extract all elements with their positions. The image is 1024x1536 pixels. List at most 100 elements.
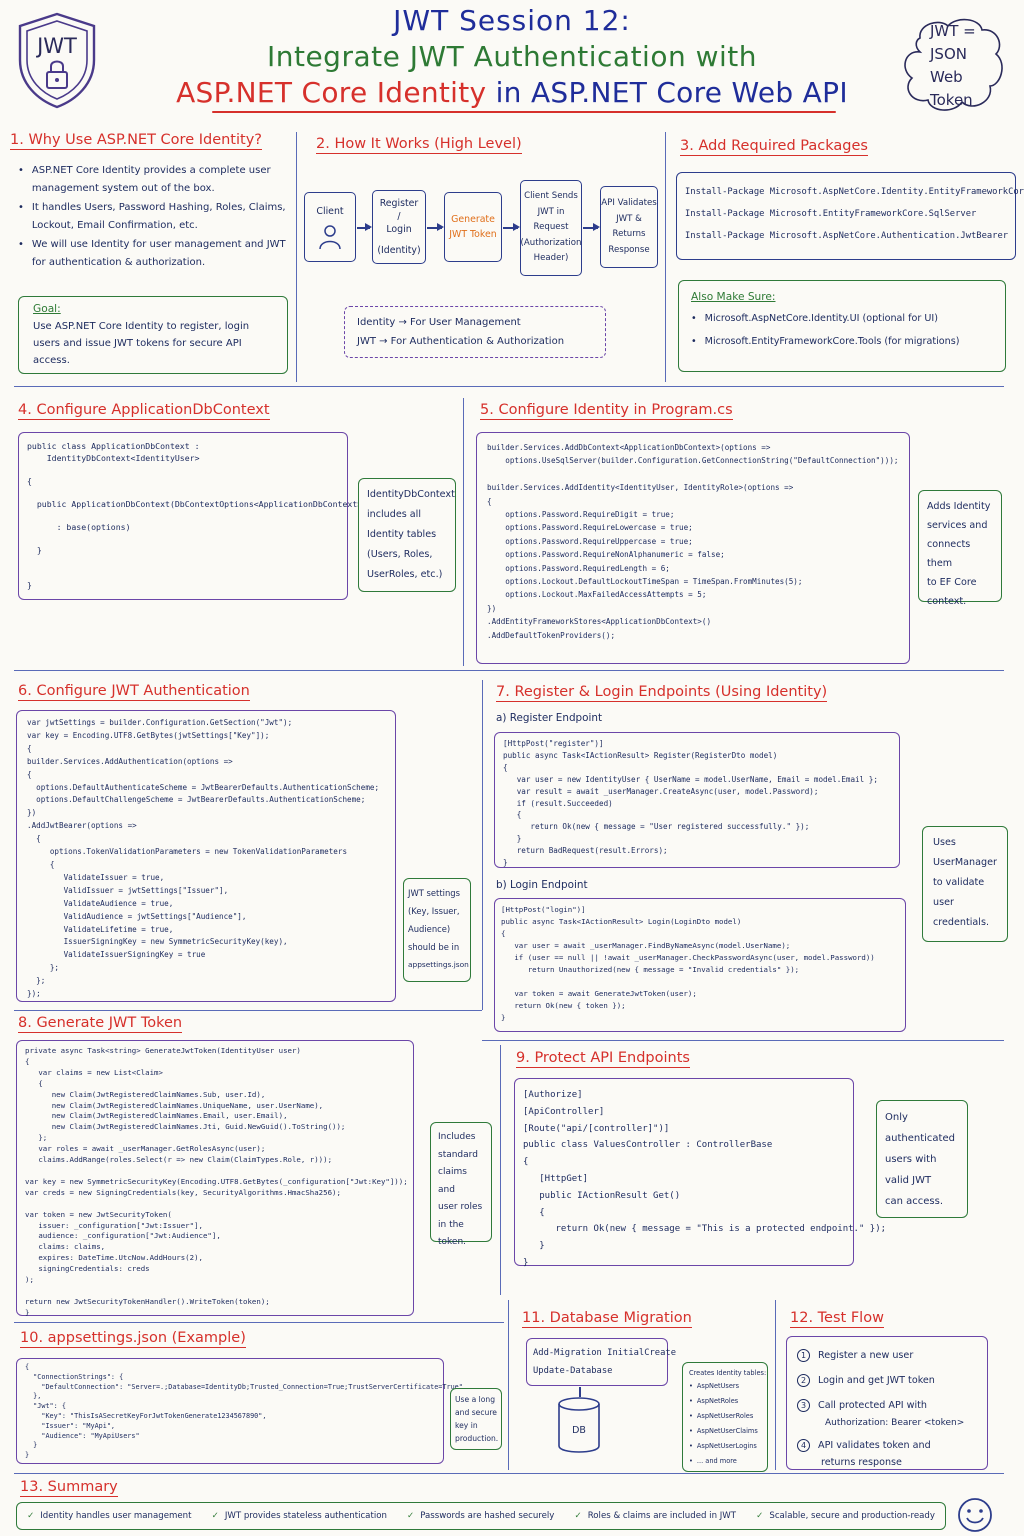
s1-bullet: •We will use Identity for user managemen… xyxy=(18,239,286,268)
summary-item: ✓Roles & claims are included in JWT xyxy=(574,1511,737,1521)
cloud-line-1: JWT = xyxy=(930,22,976,40)
package-line: Install-Package Microsoft.AspNetCore.Ide… xyxy=(685,187,1024,197)
also-item: •Microsoft.AspNetCore.Identity.UI (optio… xyxy=(691,313,938,324)
also-item: •Microsoft.EntityFrameworkCore.Tools (fo… xyxy=(691,336,960,347)
dbcontext-code: public class ApplicationDbContext : Iden… xyxy=(27,441,407,591)
goal-box: Goal: Use ASP.NET Core Identity to regis… xyxy=(18,296,288,374)
note-line: UserManager xyxy=(933,857,997,868)
flow-generate-box: Generate JWT Token xyxy=(444,192,502,262)
flow-arrow-1 xyxy=(357,224,372,230)
divider-s6-s7 xyxy=(482,680,484,1010)
summary-item: ✓Identity handles user management xyxy=(27,1511,192,1521)
title-webapi-part: ASP.NET Core Web API xyxy=(530,76,848,109)
jwt-config-note-text: JWT settings (Key, Issuer, Audience) sho… xyxy=(404,879,470,979)
note-line: should be in xyxy=(408,942,460,952)
login-code-box: [HttpPost("login")] public async Task<IA… xyxy=(494,898,906,1032)
protect-code: [Authorize] [ApiController] [Route("api/… xyxy=(523,1090,887,1268)
protect-note: Only authenticated users with valid JWT … xyxy=(876,1100,968,1218)
section-13-title: 13. Summary xyxy=(20,1479,118,1497)
table-item: •... and more xyxy=(689,1457,737,1465)
table-item: •AspNetUsers xyxy=(689,1382,740,1390)
package-line: Install-Package Microsoft.EntityFramewor… xyxy=(685,209,977,219)
validates-line: Returns xyxy=(612,229,646,239)
goal-text: Use ASP.NET Core Identity to register, l… xyxy=(33,321,250,366)
flow-legend-box: Identity → For User Management JWT → For… xyxy=(344,306,606,358)
divider-s10-s11 xyxy=(508,1300,510,1470)
section-12-title: 12. Test Flow xyxy=(790,1310,884,1328)
database-label: DB xyxy=(572,1425,586,1436)
note-line: to validate xyxy=(933,877,985,888)
divider-row-bottom xyxy=(14,1473,1004,1475)
flow-sends-box: Client Sends JWT in Request (Authorizati… xyxy=(520,180,582,276)
generate-token-code: private async Task<string> GenerateJwtTo… xyxy=(25,1046,408,1317)
note-line: credentials. xyxy=(933,917,990,928)
page-title-line3: ASP.NET Core Identity in ASP.NET Core We… xyxy=(0,76,1024,109)
generate-token-note-text: Includes standard claims and user roles … xyxy=(431,1123,491,1258)
flow-validates-box: API Validates JWT & Returns Response xyxy=(600,186,658,268)
note-line: Audience) xyxy=(408,924,451,934)
note-line: production. xyxy=(455,1434,499,1443)
note-line: Adds Identity xyxy=(927,501,991,512)
note-line: users with xyxy=(885,1154,937,1165)
divider-s4-s5 xyxy=(463,398,465,666)
note-line: UserRoles, etc.) xyxy=(367,569,443,580)
note-line: Includes xyxy=(438,1132,476,1142)
section-3-title: 3. Add Required Packages xyxy=(680,138,868,156)
appsettings-note-text: Use a long and secure key in production. xyxy=(451,1389,501,1449)
table-item: •AspNetUserRoles xyxy=(689,1412,754,1420)
section-9-title: 9. Protect API Endpoints xyxy=(516,1050,690,1068)
section-7-title: 7. Register & Login Endpoints (Using Ide… xyxy=(496,684,828,702)
identity-tables-box: Creates Identity tables: •AspNetUsers •A… xyxy=(682,1362,768,1472)
migration-arrow xyxy=(579,1387,581,1397)
dbcontext-note-text: IdentityDbContext includes all Identity … xyxy=(359,479,455,591)
cloud-line-2: JSON xyxy=(930,45,967,63)
appsettings-code: { "ConnectionStrings": { "DefaultConnect… xyxy=(25,1363,463,1460)
note-line: token. xyxy=(438,1237,467,1247)
step-text: Login and get JWT token xyxy=(818,1375,935,1386)
note-line: user roles xyxy=(438,1202,483,1212)
section-4-title: 4. Configure ApplicationDbContext xyxy=(18,402,270,420)
note-line: valid JWT xyxy=(885,1175,932,1186)
note-line: JWT settings xyxy=(408,888,460,898)
section-2-title: 2. How It Works (High Level) xyxy=(316,136,522,154)
jwt-config-code: var jwtSettings = builder.Configuration.… xyxy=(27,718,380,999)
divider-s8-bottom xyxy=(14,1322,504,1324)
note-line: standard xyxy=(438,1149,478,1160)
note-line: Uses xyxy=(933,837,956,848)
tables-label: Creates Identity tables: xyxy=(689,1369,767,1377)
note-line: IdentityDbContext xyxy=(367,489,455,500)
jwt-definition-cloud xyxy=(900,14,1010,118)
test-step-cont: Authorization: Bearer <token> xyxy=(825,1418,965,1428)
step-text: API validates token and xyxy=(818,1440,931,1451)
summary-item: ✓JWT provides stateless authentication xyxy=(211,1511,387,1521)
flow-arrow-4 xyxy=(583,224,600,230)
migration-cmd-2: Update-Database xyxy=(533,1366,613,1376)
note-line: Identity tables xyxy=(367,529,437,540)
step-number: 4 xyxy=(797,1439,810,1452)
note-line: Use a long xyxy=(455,1395,496,1404)
flow-arrow-2 xyxy=(427,224,444,230)
divider-s2-s3 xyxy=(665,132,667,382)
database-icon xyxy=(556,1396,602,1454)
client-label: Client xyxy=(316,206,344,218)
program-code-box: builder.Services.AddDbContext<Applicatio… xyxy=(476,432,910,664)
note-line: and secure xyxy=(455,1408,497,1417)
step-text: Call protected API with xyxy=(818,1400,927,1411)
note-line: to EF Core xyxy=(927,577,977,588)
note-line: Only xyxy=(885,1112,908,1123)
appsettings-code-box: { "ConnectionStrings": { "DefaultConnect… xyxy=(16,1358,463,1464)
divider-s11-s12 xyxy=(775,1300,777,1470)
sends-line: Client Sends xyxy=(524,191,578,202)
register-code-box: [HttpPost("register")] public async Task… xyxy=(494,732,900,868)
flow-arrow-3 xyxy=(503,224,520,230)
section-10-title: 10. appsettings.json (Example) xyxy=(20,1330,246,1348)
note-line: can access. xyxy=(885,1196,944,1207)
summary-item: ✓Scalable, secure and production-ready xyxy=(756,1511,935,1521)
validates-line: Response xyxy=(608,244,650,255)
note-line: context. xyxy=(927,596,967,607)
step-number: 1 xyxy=(797,1349,810,1362)
note-line: (Users, Roles, xyxy=(367,549,433,560)
divider-s6-bottom xyxy=(14,1010,482,1012)
divider-s8-s9 xyxy=(500,1045,502,1295)
